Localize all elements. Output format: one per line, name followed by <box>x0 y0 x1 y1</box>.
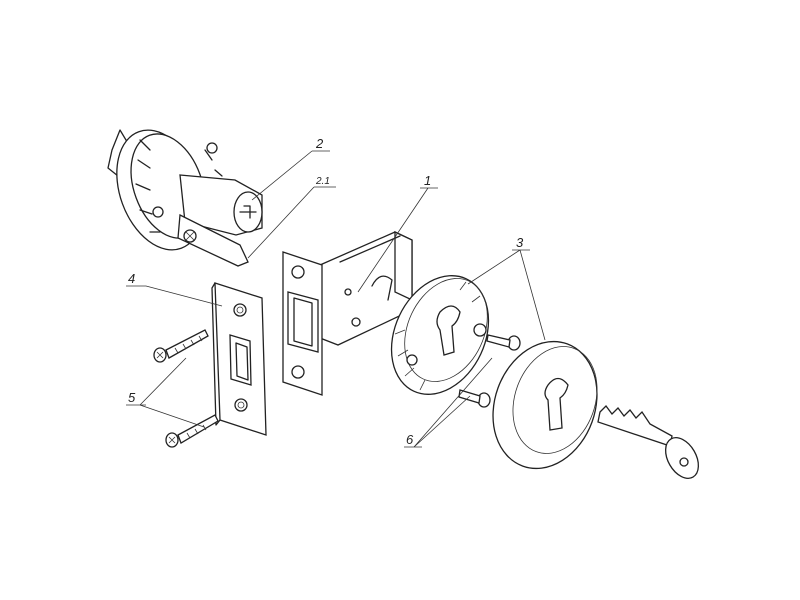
strike-plate <box>211 282 267 436</box>
rosette-screw-bottom <box>458 389 491 408</box>
rosette-base <box>390 275 490 395</box>
label-strike-screws: 5 <box>128 390 136 405</box>
rosette-cover <box>492 340 598 470</box>
label-rosettes: 3 <box>516 235 524 250</box>
cylinder-assembly <box>107 129 263 267</box>
leader-lines <box>126 150 546 448</box>
latch-body <box>282 230 413 396</box>
strike-screw-top <box>153 329 209 363</box>
key <box>597 405 700 479</box>
label-cylinder-sub: 2.1 <box>315 176 330 187</box>
label-cylinder: 2 <box>315 136 324 151</box>
label-latch: 1 <box>424 173 431 188</box>
strike-screw-bottom <box>165 414 219 448</box>
label-rosette-screws: 6 <box>406 432 414 447</box>
rosette-screw-top <box>486 334 521 351</box>
label-strike-plate: 4 <box>128 271 135 286</box>
